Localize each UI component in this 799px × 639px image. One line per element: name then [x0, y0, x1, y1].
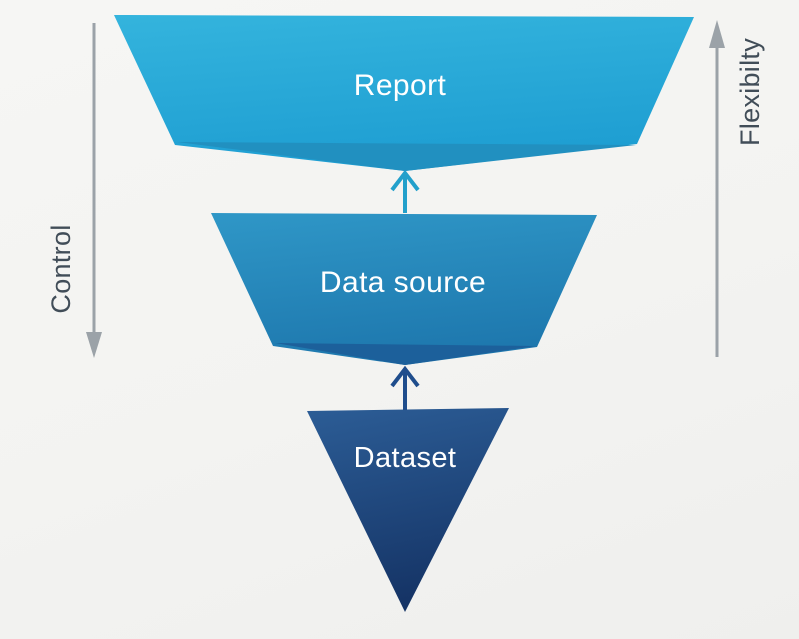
control-axis-arrow	[86, 23, 102, 358]
control-axis-label: Control	[46, 224, 76, 314]
flow-arrow-datasource-to-report	[390, 169, 420, 213]
arrow-up-icon	[709, 20, 725, 48]
flow-arrow-dataset-to-datasource	[390, 365, 420, 410]
flow-arrow-up-icon	[390, 365, 420, 388]
flexibility-axis-arrow	[709, 20, 725, 357]
flexibility-axis-label: Flexibilty	[735, 37, 765, 147]
dataset-label: Dataset	[353, 442, 457, 474]
data-source-shape-fold	[275, 343, 536, 365]
arrow-down-icon	[86, 332, 102, 358]
report-label: Report	[353, 69, 447, 102]
dataset-shape	[307, 408, 509, 612]
flow-arrow-up-icon	[390, 169, 420, 192]
data-source-shape	[211, 213, 597, 365]
data-source-label: Data source	[319, 266, 487, 299]
report-shape	[114, 15, 694, 171]
report-shape-fold	[177, 142, 636, 171]
